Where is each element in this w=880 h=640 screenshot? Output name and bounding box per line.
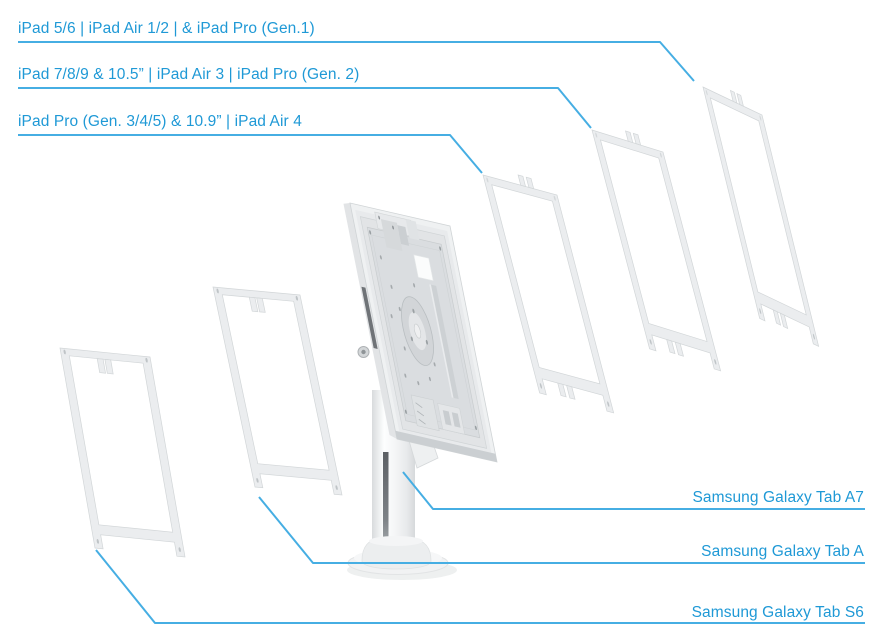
adapter-frame-galaxy-tab-s6 [58,346,187,559]
callout-label-galaxy-tab-a7: Samsung Galaxy Tab A7 [692,489,864,506]
plate-screws [369,230,477,431]
holder-side-grip [361,286,378,349]
callout-line-galaxy-tab-s6 [95,549,865,624]
plate-rib [429,284,459,400]
callout-line-galaxy-tab-a7 [402,471,865,510]
callout-label-ipad-56: iPad 5/6 | iPad Air 1/2 | & iPad Pro (Ge… [18,20,315,37]
rotation-boss [396,294,439,369]
callout-label-galaxy-tab-s6: Samsung Galaxy Tab S6 [692,604,864,621]
callout-label-ipad-pro-gen345: iPad Pro (Gen. 3/4/5) & 10.9” | iPad Air… [18,113,302,130]
pole-cable-slot [383,452,389,548]
holder-bottom-lip [395,430,498,463]
callout-line-ipad-789 [18,87,592,129]
top-clamp [375,212,420,252]
adapter-frame-galaxy-tab-a [211,285,344,497]
callout-label-galaxy-tab-a: Samsung Galaxy Tab A [701,543,864,560]
bottom-clamp [411,395,465,437]
base-collar-top [369,536,423,546]
adapter-frame-ipad-56-air12-progen1 [699,74,820,348]
callout-line-ipad-56 [18,41,695,82]
tablet-holder [343,201,497,462]
stand [343,201,497,580]
adapter-frame-ipad-789-air3-progen2 [588,118,722,373]
lock-screw [357,346,370,358]
callout-labels: iPad 5/6 | iPad Air 1/2 | & iPad Pro (Ge… [18,20,864,621]
callout-line-galaxy-tab-a [258,496,865,564]
adapter-frame-ipad-pro-gen345-air4 [479,163,615,415]
plate-cutout [414,255,433,281]
plate-holes [379,255,436,386]
callout-line-ipad-pro-gen345 [18,134,483,174]
callout-label-ipad-789: iPad 7/8/9 & 10.5” | iPad Air 3 | iPad P… [18,66,359,83]
callout-lines [18,41,865,624]
